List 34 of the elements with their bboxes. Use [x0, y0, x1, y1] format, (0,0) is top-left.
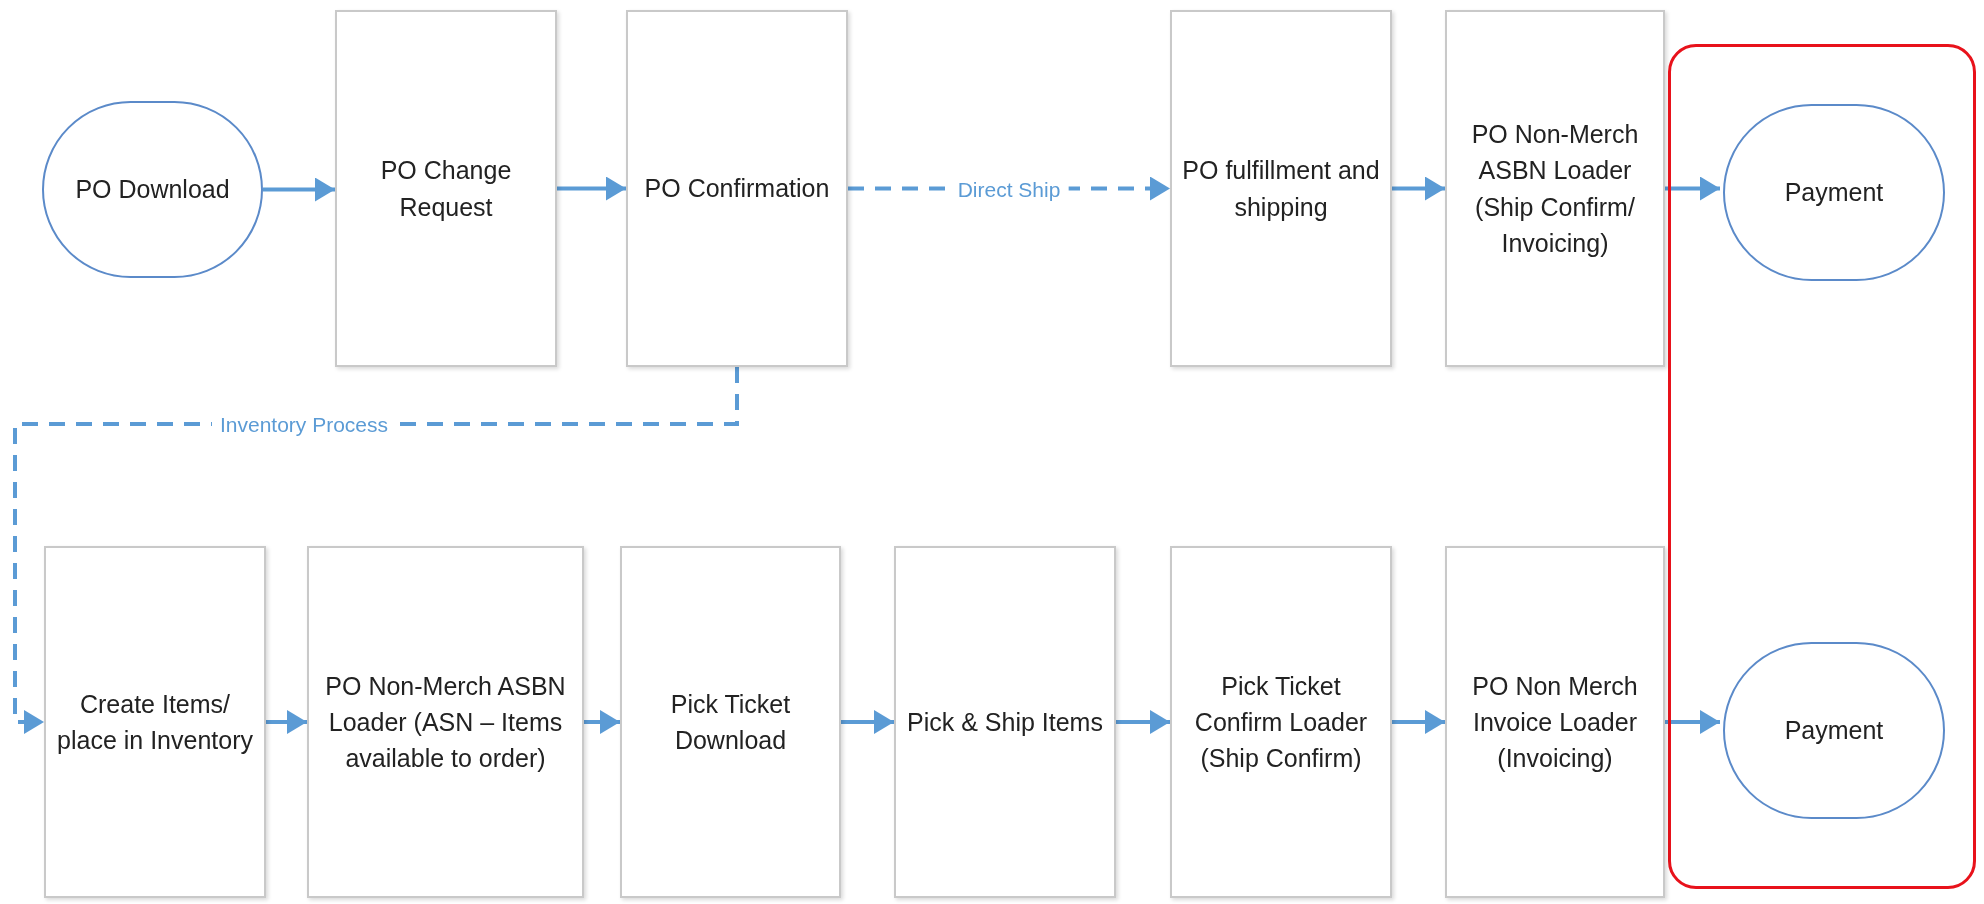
arrow: [263, 177, 335, 202]
arrow: [1665, 710, 1720, 734]
arrow: [557, 176, 626, 201]
highlight-frame: [1668, 44, 1976, 889]
process-box: [620, 546, 841, 898]
process-box: [894, 546, 1116, 898]
node-label: PO Non-Merch ASBN Loader (Ship Confirm/ Invoicing): [1470, 119, 1640, 259]
node-label: PO Download: [75, 174, 230, 206]
node-label: PO Confirmation: [644, 173, 830, 205]
process-box: [1445, 10, 1665, 367]
node-label: PO Non-Merch ASBN Loader (ASN – Items available to order): [324, 670, 567, 775]
node-label: Payment: [1784, 177, 1884, 209]
process-box: [1170, 546, 1392, 898]
arrow: [266, 710, 307, 734]
arrow: [841, 710, 894, 734]
process-box: [335, 10, 557, 367]
arrow: [1392, 710, 1445, 734]
node-label: PO Change Request: [379, 155, 513, 223]
node-label: Create Items/ place in Inventory: [56, 688, 254, 756]
arrow: [1392, 176, 1445, 201]
process-box: [307, 546, 584, 898]
node-label: Payment: [1784, 715, 1884, 747]
arrow: [1665, 176, 1720, 201]
process-box: [1445, 546, 1665, 898]
node-label: PO Non Merch Invoice Loader (Invoicing): [1471, 670, 1639, 775]
node-label: Pick Ticket Download: [669, 688, 792, 756]
node-label: Pick Ticket Confirm Loader (Ship Confirm): [1193, 670, 1369, 775]
process-box: [1170, 10, 1392, 367]
node-label: PO fulfillment and shipping: [1181, 155, 1381, 223]
process-box: [626, 10, 848, 367]
arrow: [584, 710, 620, 734]
arrow: [1116, 710, 1170, 734]
node-label: Pick & Ship Items: [907, 706, 1103, 738]
process-box: [44, 546, 266, 898]
